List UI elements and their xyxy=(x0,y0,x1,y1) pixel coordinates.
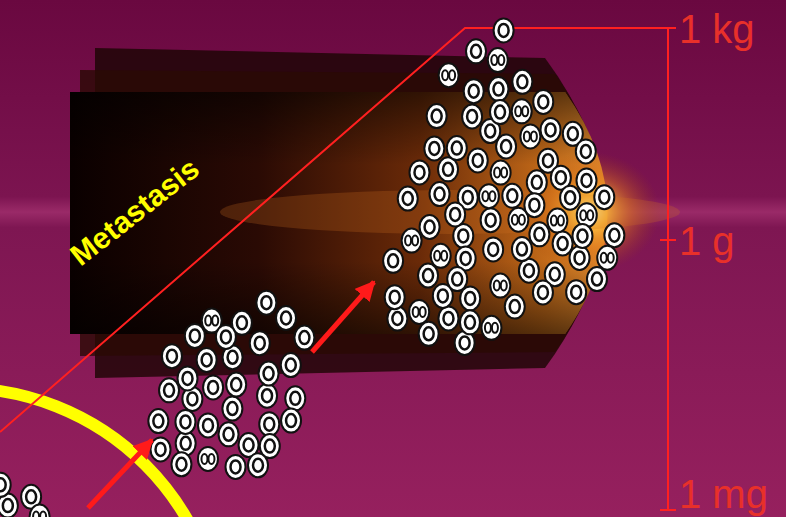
growth-arrow xyxy=(88,440,152,508)
mass-scale xyxy=(660,28,676,510)
metastasis-label: Metastasis xyxy=(65,153,204,271)
growth-comet xyxy=(70,48,680,378)
growth-line xyxy=(0,28,668,432)
mass-scale-label: 1 g xyxy=(679,221,735,261)
mass-scale-label: 1 kg xyxy=(679,9,755,49)
tumour-cells xyxy=(0,18,624,517)
mass-scale-label: 1 mg xyxy=(679,474,768,514)
growth-arrow xyxy=(312,282,374,352)
